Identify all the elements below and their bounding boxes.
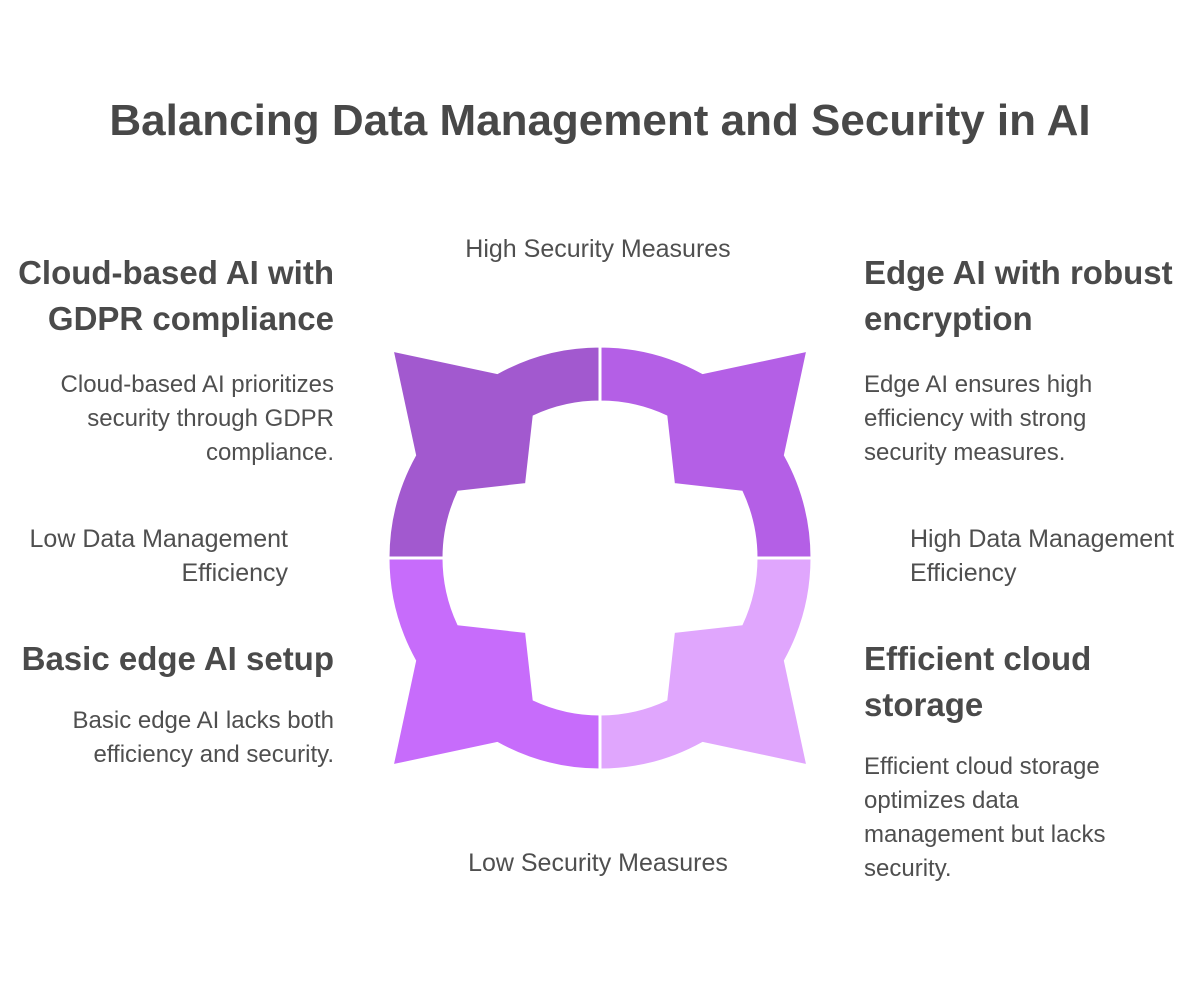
quadrant-description-basic-edge: Basic edge AI lacks both efficiency and … <box>72 707 335 768</box>
quadrant-description-edge-encryption: Edge AI ensures high efficiency with str… <box>864 371 1093 466</box>
ring-segment-bottom-right <box>598 556 814 772</box>
quadrant-description-cloud-gdpr: Cloud-based AI prioritizes security thro… <box>60 371 334 466</box>
axis-label-low-security: Low Security Measures <box>468 849 728 877</box>
quadrant-title-cloud-gdpr: Cloud-based AI with GDPR compliance <box>18 254 334 337</box>
ring-segment-bottom-left <box>386 556 602 772</box>
quadrant-title-efficient-cloud: Efficient cloud storage <box>864 640 1092 723</box>
axis-label-high-security: High Security Measures <box>465 235 731 263</box>
quadrant-title-edge-encryption: Edge AI with robust encryption <box>864 254 1173 337</box>
ring-segment-top-right <box>598 344 814 560</box>
ring-segment-top-left <box>386 344 602 560</box>
axis-label-high-efficiency: High Data Management Efficiency <box>910 525 1175 587</box>
quadrant-ring-svg <box>386 344 814 772</box>
axis-label-low-efficiency: Low Data Management Efficiency <box>29 525 288 587</box>
quadrant-title-basic-edge: Basic edge AI setup <box>21 640 334 677</box>
quadrant-ring-diagram <box>380 338 820 778</box>
diagram-title: Balancing Data Management and Security i… <box>109 96 1091 145</box>
quadrant-description-efficient-cloud: Efficient cloud storage optimizes data m… <box>864 753 1106 882</box>
